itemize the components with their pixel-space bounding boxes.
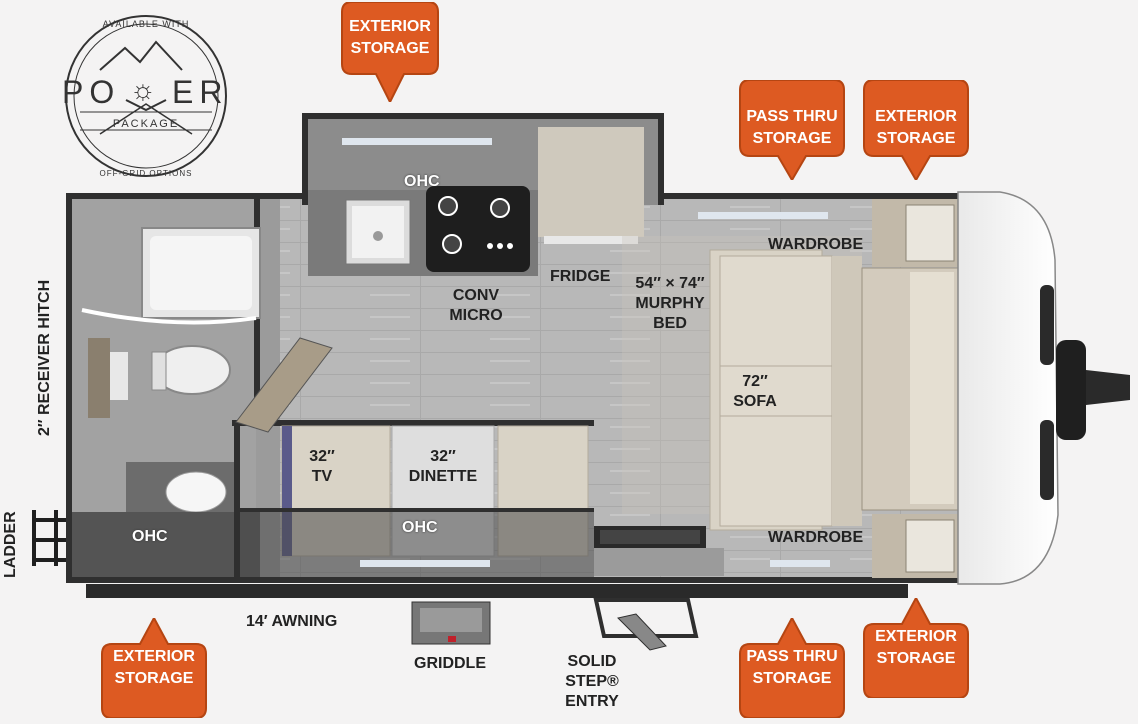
label-ohc-dinette: OHC: [402, 519, 438, 536]
awning-bar: [86, 584, 908, 598]
kitchen-window: [342, 138, 492, 145]
window-bottom: [360, 560, 490, 567]
logo-power-left: PO: [62, 74, 121, 110]
label-wardrobe-top: WARDROBE: [768, 236, 864, 253]
logo-sun-icon: ☼: [130, 74, 156, 105]
logo-power-right: ER: [172, 74, 229, 110]
solid-step: [593, 598, 699, 638]
label-griddle: GRIDDLE: [414, 655, 486, 672]
dinette-wall: [234, 420, 594, 426]
power-package-logo: [65, 15, 227, 177]
label-fridge: FRIDGE: [550, 268, 611, 285]
label-ladder: LADDER: [2, 511, 19, 578]
logo-package: PACKAGE: [112, 118, 180, 130]
label-wardrobe-bottom: WARDROBE: [768, 529, 864, 546]
tongue-jack: [1056, 340, 1086, 440]
label-sofa: 72″SOFA: [733, 373, 777, 410]
window-top: [698, 212, 828, 219]
label-tv: 32″TV: [309, 448, 335, 485]
label-receiver-hitch: 2″ RECEIVER HITCH: [36, 279, 53, 436]
sofa-seat: [719, 255, 833, 367]
logo-bottom-text: OFF-GRID OPTIONS: [99, 169, 193, 178]
label-ohc-bath: OHC: [132, 528, 168, 545]
ladder: [32, 510, 66, 566]
label-awning: 14′ AWNING: [246, 613, 338, 630]
label-ohc-kitchen: OHC: [404, 173, 440, 190]
tv-panel: [282, 426, 292, 556]
front-cap: [957, 191, 1059, 585]
logo-top-text: AVAILABLE WITH: [102, 19, 190, 29]
fridge: [538, 127, 644, 237]
label-dinette: 32″DINETTE: [408, 448, 478, 485]
